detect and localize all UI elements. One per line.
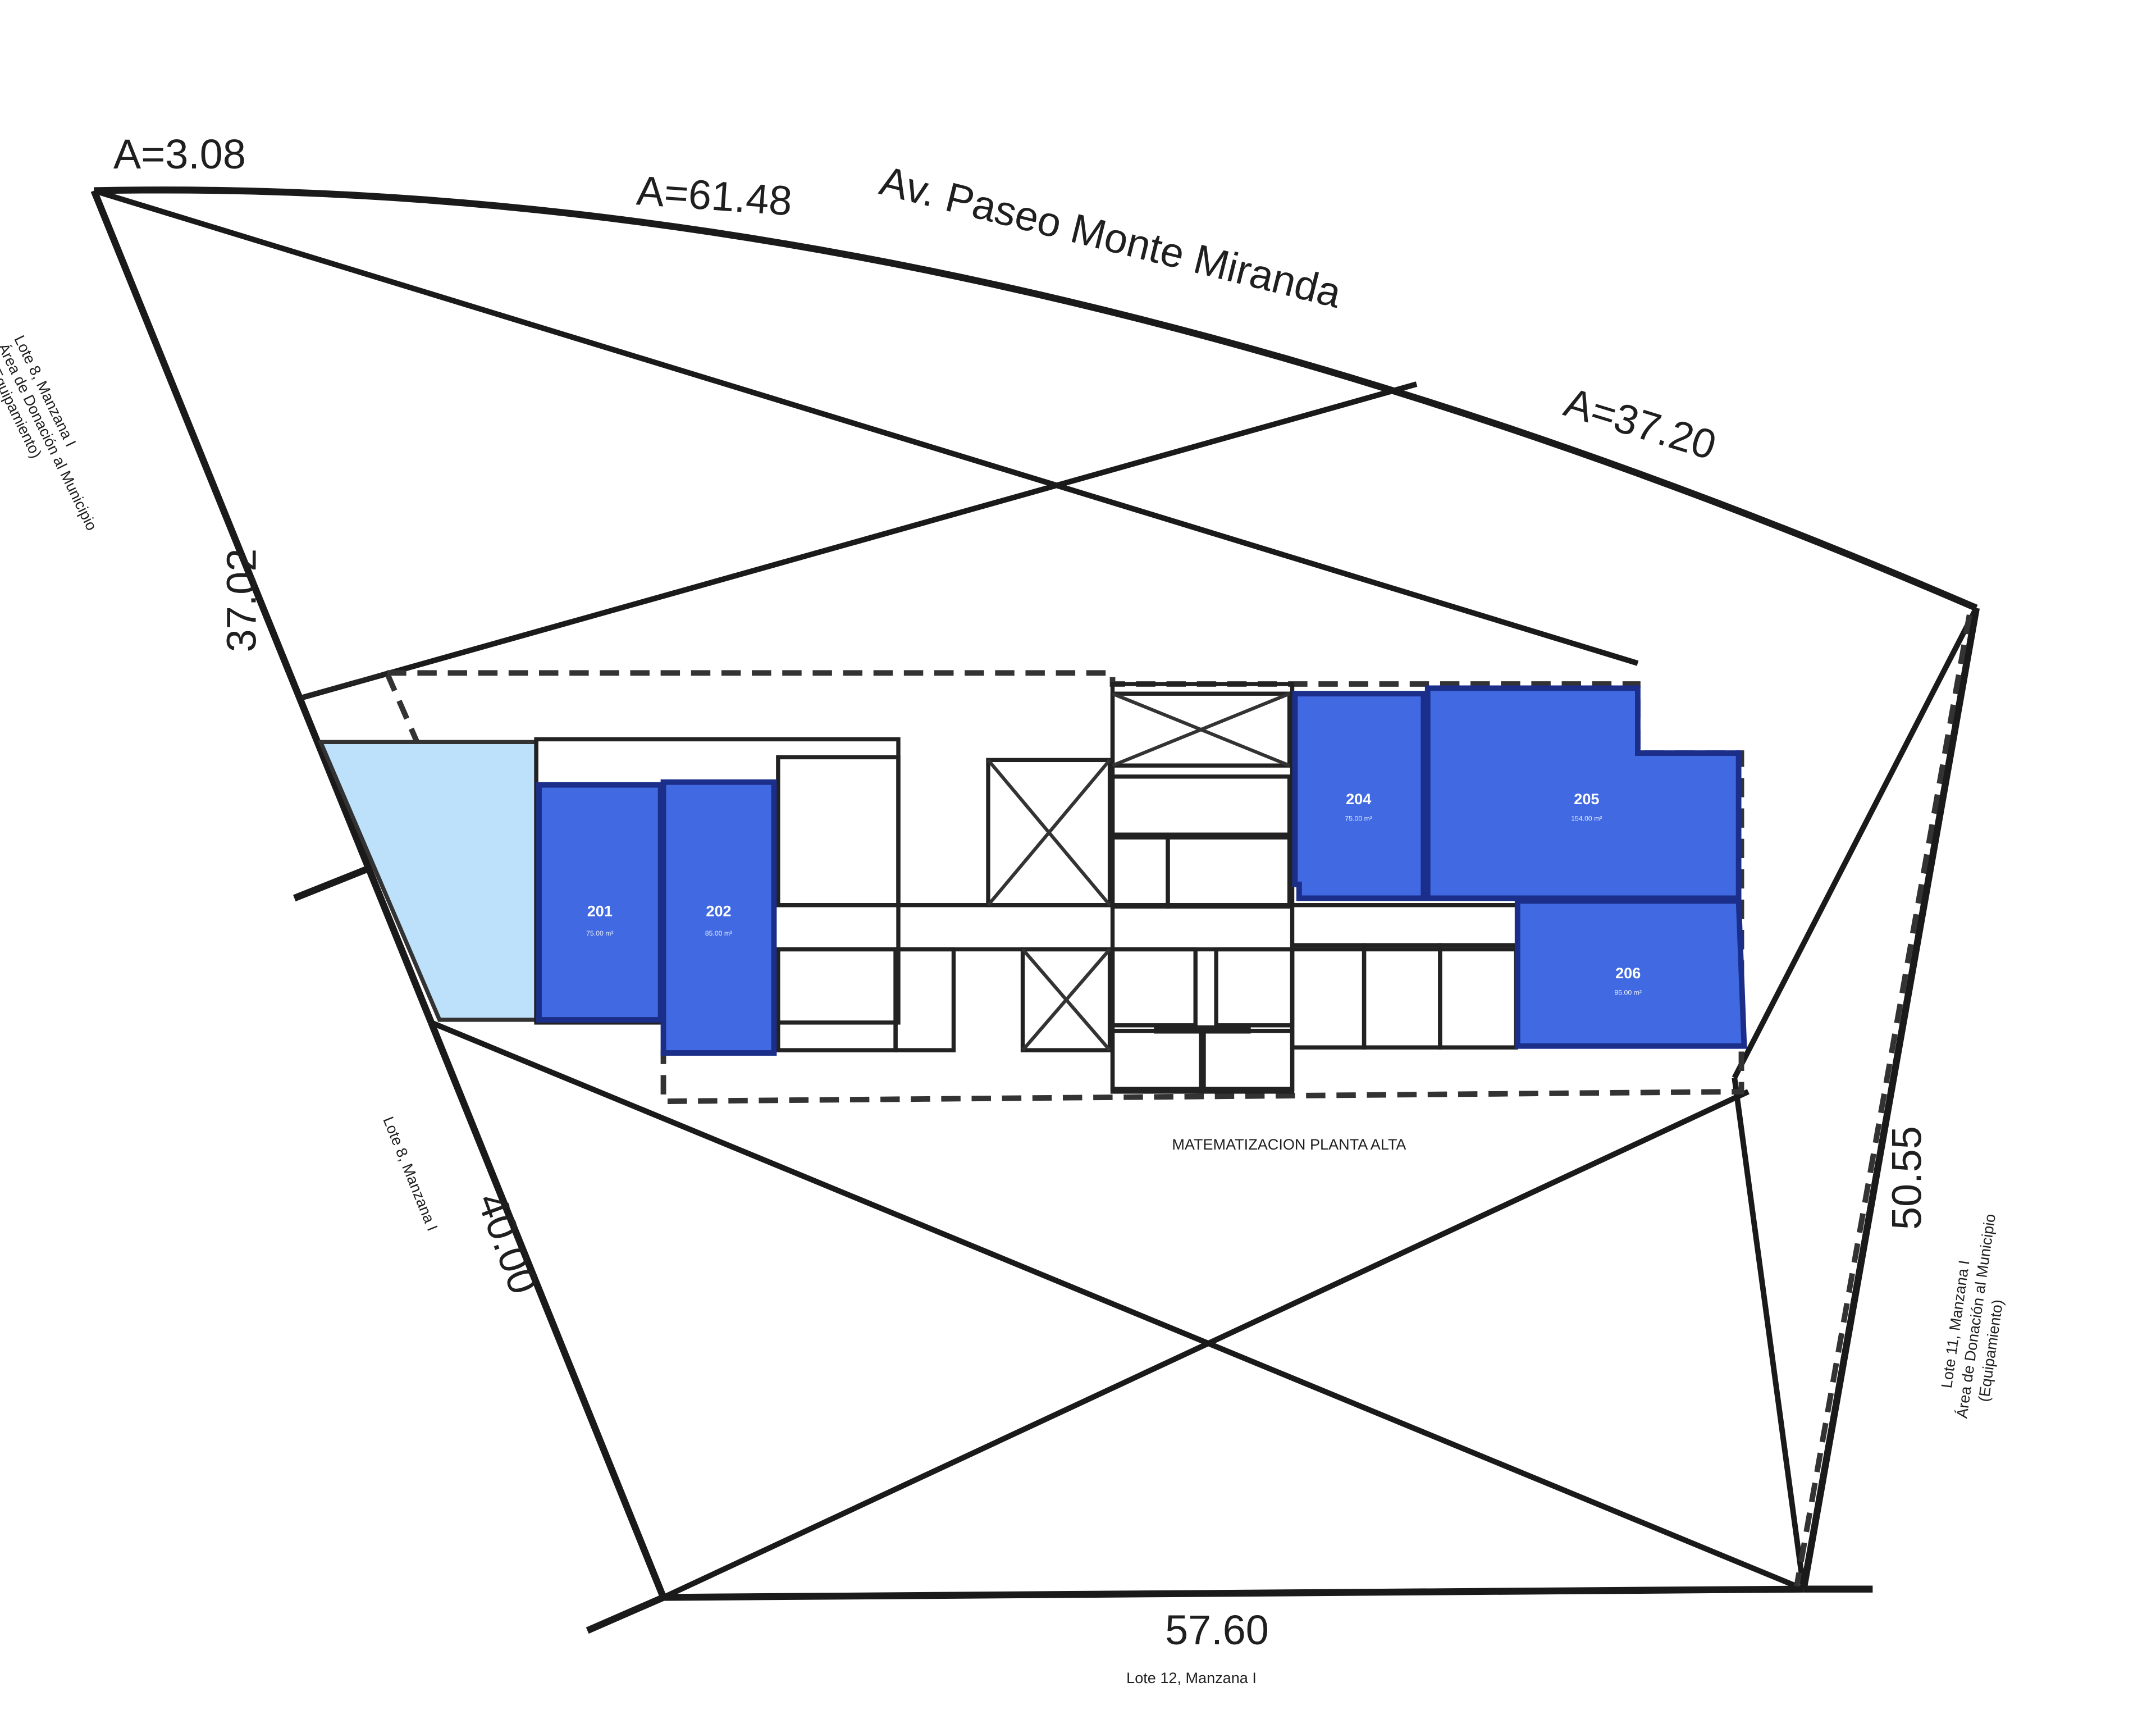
room-store-2	[1362, 943, 1442, 1050]
room-core-7	[1202, 1028, 1295, 1091]
dim-left-upper: 37.02	[218, 549, 264, 653]
room-top-left	[776, 755, 901, 908]
neighbor-left-lower: Lote 8, Manzana I	[380, 1114, 441, 1233]
unit-202[interactable]: 202 85.00 m²	[660, 779, 777, 1056]
unit-201-area: 75.00 m²	[586, 929, 614, 937]
room-store-3	[1438, 943, 1518, 1050]
room-core-2	[1110, 835, 1170, 909]
neighbor-right: Lote 11, Manzana I Área de Donación al M…	[1938, 1213, 2006, 1420]
void-1	[986, 758, 1112, 908]
room-store-1	[1290, 943, 1367, 1050]
diag-top-2	[300, 381, 1418, 701]
void-3	[1110, 691, 1292, 768]
unit-205[interactable]: 205 154.00 m²	[1424, 685, 1742, 901]
void-2	[1020, 947, 1112, 1052]
unit-204-shape	[1292, 691, 1427, 901]
room-core-5	[1214, 947, 1295, 1028]
unit-206-number: 206	[1615, 964, 1641, 982]
units: 201 75.00 m² 202 85.00 m² 204 75.00 m² 2…	[536, 685, 1747, 1056]
diag-bottom-2	[662, 1089, 1750, 1600]
building-footprint: 201 75.00 m² 202 85.00 m² 204 75.00 m² 2…	[300, 670, 1747, 1105]
lot-boundary	[90, 186, 1980, 1634]
neighbor-bottom: Lote 12, Manzana I	[1126, 1669, 1257, 1686]
unit-204-area: 75.00 m²	[1345, 815, 1372, 823]
left-extension	[293, 864, 372, 902]
construction-lines	[93, 188, 1979, 1600]
unit-206[interactable]: 206 95.00 m²	[1514, 898, 1747, 1049]
diag-bottom-1	[430, 1020, 1805, 1592]
room-bottom-left	[776, 947, 898, 1052]
room-core-3	[1166, 835, 1292, 909]
boundary-front-arc	[94, 186, 1978, 612]
unit-202-number: 202	[706, 902, 731, 919]
terrace	[317, 740, 538, 1022]
neighbor-left-upper: Lote 8, Manzana I Área de Donación al Mu…	[0, 332, 101, 533]
building-top-line	[300, 671, 388, 700]
unit-206-area: 95.00 m²	[1614, 989, 1642, 997]
plan-title: MATEMATIZACION PLANTA ALTA	[1172, 1136, 1406, 1153]
diag-top-3	[1732, 607, 1979, 1079]
diag-right-dashed	[1794, 614, 1972, 1587]
unit-201[interactable]: 201 75.00 m²	[536, 782, 664, 1023]
room-core-6	[1110, 1028, 1203, 1091]
dim-right: 50.55	[1884, 1126, 1930, 1230]
unit-206-shape	[1514, 898, 1747, 1049]
neighbor-left-upper-line2: Área de Donación al Municipio	[0, 340, 101, 533]
unit-205-area: 154.00 m²	[1571, 815, 1602, 823]
boundary-left-lower	[428, 1021, 667, 1599]
boundary-bottom	[663, 1585, 1804, 1601]
street-name: Av. Paseo Monte Miranda	[875, 157, 1346, 317]
void-markers	[986, 692, 1290, 1052]
unit-204-number: 204	[1346, 790, 1371, 808]
bottom-extension-left	[586, 1594, 665, 1634]
room-core-1	[1110, 774, 1292, 837]
unit-205-shape	[1424, 685, 1742, 901]
diag-top-1	[93, 188, 1639, 666]
room-core-4	[1110, 947, 1198, 1028]
room-bottom-left-2	[893, 947, 956, 1052]
unit-202-area: 85.00 m²	[705, 929, 733, 937]
unit-202-shape	[660, 779, 777, 1056]
unit-201-number: 201	[587, 902, 613, 919]
dim-left-lower: 40.00	[468, 1187, 547, 1300]
neighbor-left-lower-line1: Lote 8, Manzana I	[380, 1114, 441, 1233]
unit-205-number: 205	[1574, 790, 1599, 808]
boundary-left-upper	[90, 189, 435, 1024]
boundary-right	[1800, 607, 1980, 1590]
unit-201-shape	[536, 782, 664, 1023]
arc-label-1: A=3.08	[113, 131, 246, 177]
dim-bottom: 57.60	[1165, 1607, 1269, 1653]
arc-label-2: A=61.48	[635, 167, 793, 224]
diag-right-1	[1732, 1077, 1807, 1590]
unit-204[interactable]: 204 75.00 m²	[1292, 691, 1427, 901]
corridor	[771, 903, 1523, 952]
